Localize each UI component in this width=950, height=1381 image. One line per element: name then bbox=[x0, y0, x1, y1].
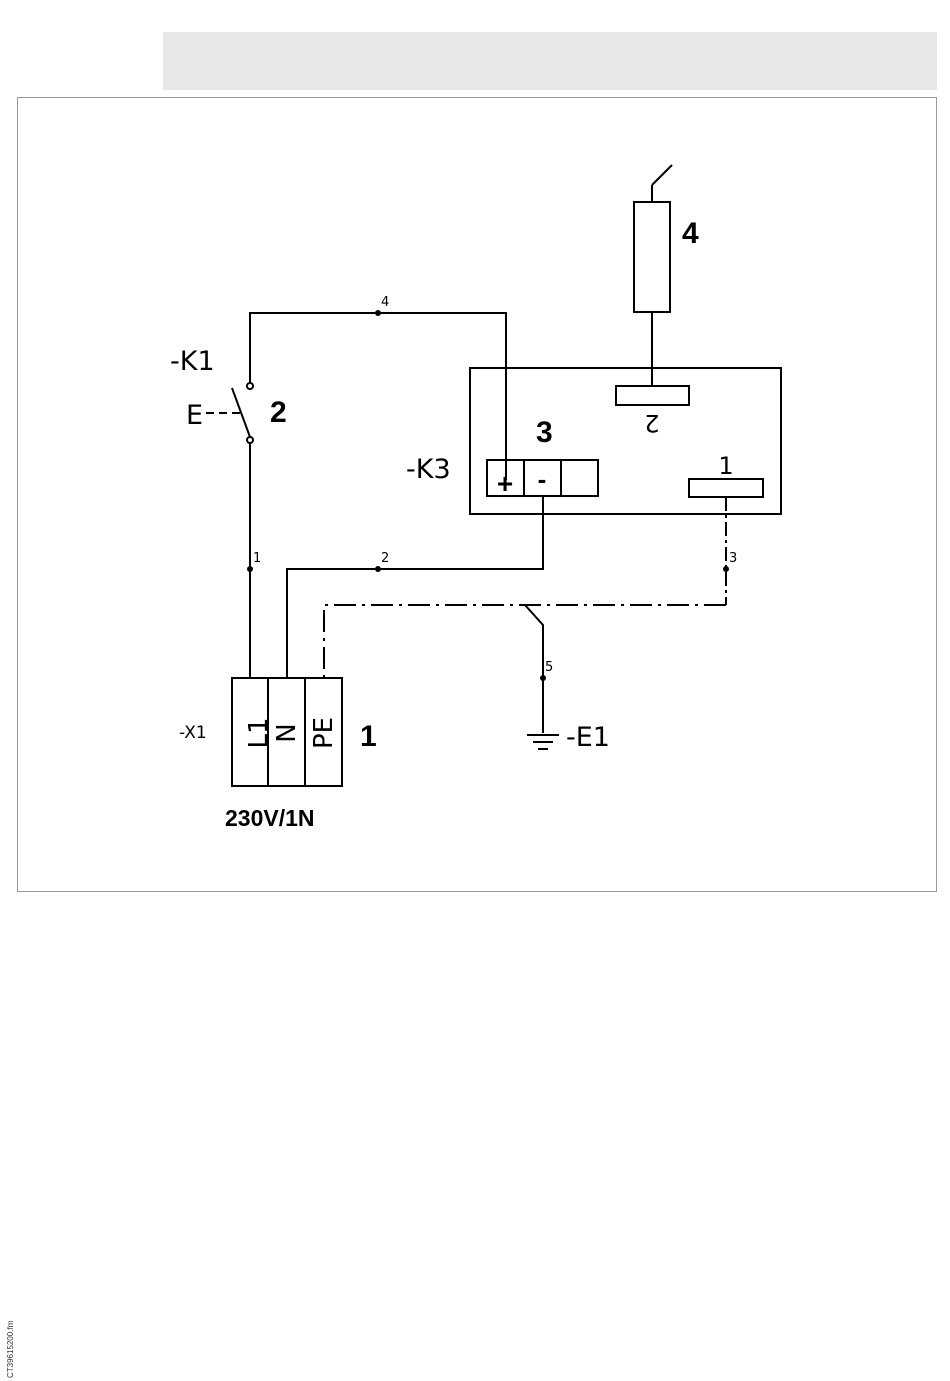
terminal-n-label: N bbox=[272, 723, 302, 742]
k3-pin1-terminal bbox=[689, 479, 763, 497]
k3-label: -K3 bbox=[406, 454, 451, 485]
wire-4-marker bbox=[375, 310, 381, 316]
file-code-text: CT39615200.fm bbox=[6, 1321, 15, 1378]
heating-element bbox=[634, 165, 672, 386]
wire-4 bbox=[250, 313, 506, 480]
callout-4: 4 bbox=[682, 217, 699, 250]
wire-3-label: 3 bbox=[729, 551, 737, 566]
pe-line bbox=[324, 605, 726, 678]
k3-pin1-label: 1 bbox=[718, 452, 733, 480]
callout-1: 1 bbox=[360, 720, 377, 753]
wire-2-label: 2 bbox=[381, 551, 389, 566]
earth-symbol bbox=[527, 735, 559, 749]
callout-2: 2 bbox=[270, 396, 287, 429]
e1-label: -E1 bbox=[566, 722, 610, 753]
wire-4-label: 4 bbox=[381, 295, 389, 310]
wire-5-label: 5 bbox=[545, 660, 553, 675]
wire-1-marker bbox=[247, 566, 253, 572]
callout-3: 3 bbox=[536, 416, 553, 449]
wire-1-label: 1 bbox=[253, 551, 261, 566]
k3-minus-label: - bbox=[538, 464, 547, 494]
file-code: CT39615200.fm bbox=[0, 1300, 12, 1380]
wire-2-marker bbox=[375, 566, 381, 572]
k1-label: -K1 bbox=[170, 346, 215, 377]
k3-pin2-label: 2 bbox=[644, 409, 659, 437]
terminal-l1-label: L1 bbox=[244, 717, 274, 748]
x1-label: -X1 bbox=[179, 723, 207, 743]
wire-2 bbox=[287, 496, 543, 678]
supply-label: 230V/1N bbox=[225, 805, 315, 831]
wire-5 bbox=[525, 605, 543, 733]
k1-switch bbox=[206, 383, 253, 678]
k1-switch-label: E bbox=[186, 400, 203, 431]
k3-pin2-terminal bbox=[616, 386, 689, 405]
k3-empty-terminal bbox=[561, 460, 598, 496]
wire-5-marker bbox=[540, 675, 546, 681]
wire-3-marker bbox=[723, 566, 729, 572]
terminal-pe-label: PE bbox=[309, 717, 339, 749]
k3-controller bbox=[470, 368, 781, 514]
k3-plus-label: + bbox=[497, 468, 513, 499]
